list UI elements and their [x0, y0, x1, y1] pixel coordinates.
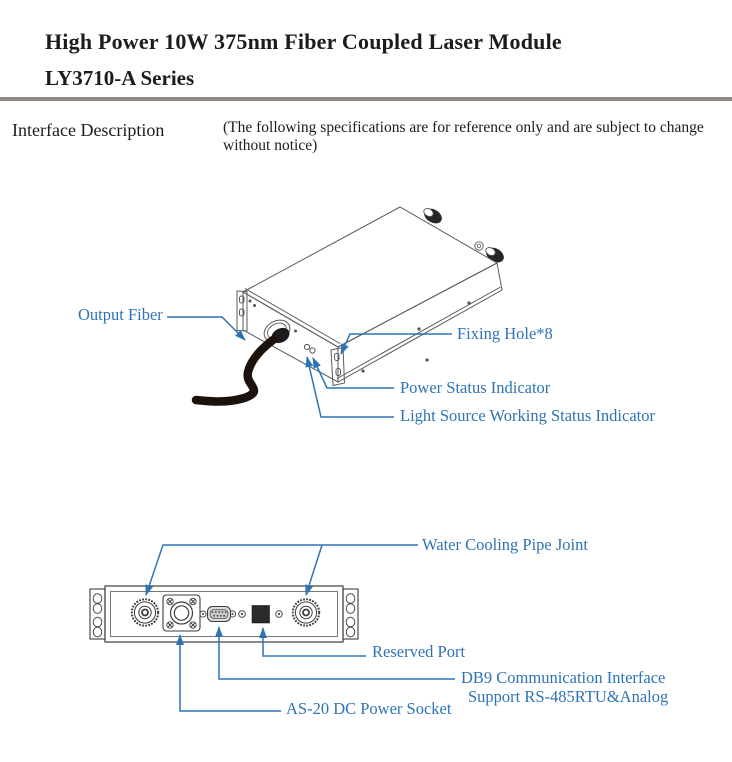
status-indicator-leds — [303, 343, 316, 354]
label-water-cooling-pipe-joint: Water Cooling Pipe Joint — [422, 535, 588, 554]
page-title-line1: High Power 10W 375nm Fiber Coupled Laser… — [45, 29, 562, 54]
output-fiber-leader-line — [167, 316, 246, 341]
section-heading: Interface Description — [12, 120, 165, 140]
label-output-fiber: Output Fiber — [78, 305, 163, 324]
mounting-ear-left — [89, 588, 106, 640]
page-title-line2: LY3710-A Series — [45, 66, 195, 90]
module-box-outline — [241, 206, 503, 383]
water-joint-left — [130, 598, 160, 627]
db9-leader-line — [215, 626, 455, 680]
as20-leader-line — [176, 634, 281, 712]
rear-panel-figure — [89, 544, 455, 712]
section-note: (The following specifications are for re… — [223, 119, 728, 155]
db9-connector — [199, 606, 237, 622]
section-note-line2: without notice) — [223, 137, 318, 154]
fixing-hole-flange-right — [330, 346, 346, 387]
light-source-leader-line — [305, 356, 394, 418]
label-power-status-indicator: Power Status Indicator — [400, 378, 551, 397]
reserved-port-leader-line — [259, 627, 366, 657]
isometric-module-figure — [167, 206, 504, 418]
fixing-hole-flange-left — [236, 290, 248, 332]
as20-power-socket — [162, 594, 201, 632]
label-fixing-hole: Fixing Hole*8 — [457, 324, 553, 343]
label-db9-support: Support RS-485RTU&Analog — [468, 687, 669, 706]
reserved-port-block — [238, 605, 283, 624]
mounting-ear-right — [342, 588, 359, 640]
panel-face — [104, 585, 344, 643]
fixing-hole-leader-line — [340, 333, 452, 355]
label-reserved-port: Reserved Port — [372, 642, 466, 661]
rear-water-joint-knobs — [423, 208, 504, 263]
label-as20-power-socket: AS-20 DC Power Socket — [286, 699, 452, 718]
label-db9-interface: DB9 Communication Interface — [461, 668, 666, 687]
header-divider-rule — [0, 97, 732, 101]
water-joint-right — [291, 598, 321, 627]
water-cooling-leader-branch — [305, 544, 323, 596]
output-fiber-cable — [191, 335, 278, 406]
chassis-screws — [248, 299, 471, 373]
section-note-line1: (The following specifications are for re… — [223, 119, 704, 136]
label-light-source-indicator: Light Source Working Status Indicator — [400, 406, 655, 425]
power-status-leader-line — [312, 357, 394, 389]
water-cooling-leader-line — [145, 544, 418, 596]
